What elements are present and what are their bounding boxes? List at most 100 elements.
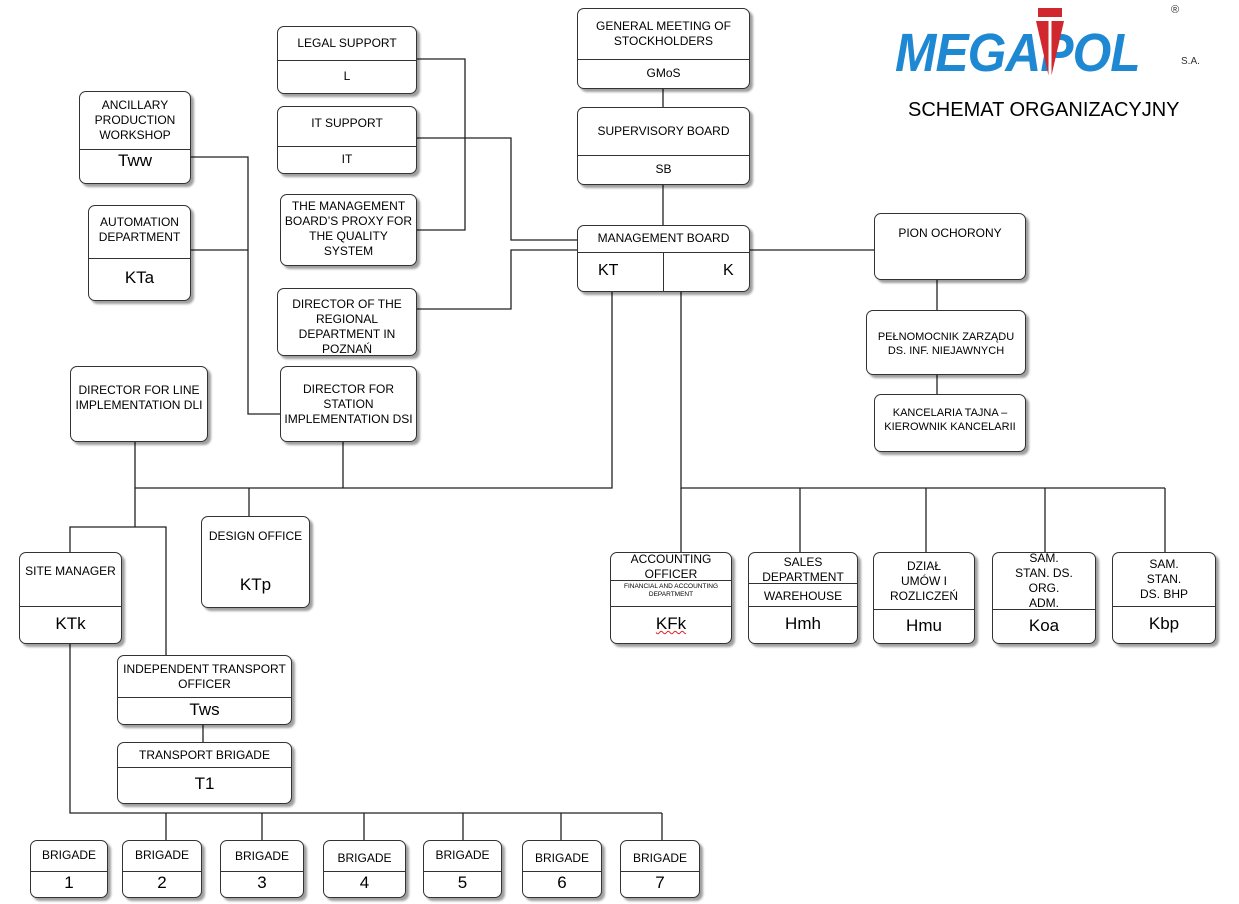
box-pelnomocnik: PEŁNOMOCNIK ZARZĄDU DS. INF. NIEJAWNYCH	[866, 310, 1026, 375]
chart-title: SCHEMAT ORGANIZACYJNY	[908, 99, 1180, 121]
box-code-right: K	[723, 262, 734, 279]
connector-it-mb	[417, 137, 577, 241]
box-it-support: IT SUPPORT IT	[277, 106, 417, 174]
box-code: T1	[194, 774, 215, 793]
brigade-number: 1	[64, 873, 74, 892]
brigade-number: 6	[557, 873, 567, 892]
box-code-left: KT	[598, 262, 619, 279]
box-title: ACCOUNTING OFFICER	[630, 552, 712, 581]
box-ancillary-workshop: ANCILLARY PRODUCTION WORKSHOP Tww	[79, 91, 191, 184]
box-brigade-6: BRIGADE 6	[522, 840, 602, 898]
box-gmos: GENERAL MEETING OF STOCKHOLDERS GMoS	[577, 8, 750, 89]
box-code: Tww	[118, 151, 152, 170]
box-code: KTp	[239, 575, 272, 594]
box-code: Kbp	[1148, 614, 1180, 633]
brigade-number: 7	[655, 873, 665, 892]
box-title: DESIGN OFFICE	[208, 528, 303, 543]
brigade-title: BRIGADE	[134, 847, 189, 862]
brigade-number: 3	[257, 873, 267, 892]
box-title: DIRECTOR FOR LINE IMPLEMENTATION DLI	[75, 383, 203, 412]
box-title: SAM. STAN. DS. BHP	[1139, 556, 1188, 601]
box-legal-support: LEGAL SUPPORT L	[277, 26, 417, 94]
brigade-title: BRIGADE	[435, 847, 490, 862]
box-title: DIRECTOR OF THE REGIONAL DEPARTMENT IN P…	[292, 297, 402, 356]
box-transport-officer: INDEPENDENT TRANSPORT OFFICER Tws	[117, 655, 292, 725]
box-title: DZIAŁ UMÓW I ROZLICZEŃ	[890, 558, 959, 603]
box-title: LEGAL SUPPORT	[297, 35, 397, 50]
box-design-office: DESIGN OFFICE KTp	[201, 516, 310, 608]
box-accounting-officer: ACCOUNTING OFFICER FINANCIAL AND ACCOUNT…	[610, 552, 732, 644]
box-sam-stan-org: SAM. STAN. DS. ORG. ADM. Koa	[992, 552, 1096, 644]
box-code: Hmu	[906, 616, 942, 635]
box-sam-stan-bhp: SAM. STAN. DS. BHP Kbp	[1112, 552, 1216, 644]
box-title: ANCILLARY PRODUCTION WORKSHOP	[94, 97, 176, 142]
registered-mark: ®	[1171, 4, 1180, 16]
brigade-title: BRIGADE	[234, 848, 289, 863]
box-pion-ochorony: PION OCHORONY	[874, 213, 1026, 280]
box-regional-director: DIRECTOR OF THE REGIONAL DEPARTMENT IN P…	[277, 288, 417, 356]
brigade-number: 2	[157, 873, 167, 892]
box-brigade-2: BRIGADE 2	[122, 840, 202, 898]
logo-wordmark: MEGAPOL	[895, 23, 1141, 83]
box-brigade-5: BRIGADE 5	[423, 840, 502, 898]
box-supervisory-board: SUPERVISORY BOARD SB	[577, 107, 750, 185]
box-code: Koa	[1028, 616, 1060, 635]
box-dzial-umow: DZIAŁ UMÓW I ROZLICZEŃ Hmu	[873, 552, 975, 644]
brigade-title: BRIGADE	[337, 850, 392, 865]
connector-legal-proxy	[417, 58, 466, 231]
box-code: L	[343, 68, 351, 83]
box-code: Hmh	[785, 614, 821, 633]
connector-regional-mb	[417, 249, 577, 310]
brigade-number: 4	[359, 873, 370, 892]
box-title: GENERAL MEETING OF STOCKHOLDERS	[596, 19, 731, 48]
box-kancelaria: KANCELARIA TAJNA – KIEROWNIK KANCELARII	[874, 394, 1026, 452]
box-title: TRANSPORT BRIGADE	[139, 747, 270, 762]
box-brigade-4: BRIGADE 4	[323, 840, 406, 898]
megapol-logo: MEGAPOL S.A. ®	[895, 4, 1215, 98]
connector-ktk-branch	[69, 526, 167, 655]
brigade-title: BRIGADE	[534, 850, 589, 865]
box-code: KTa	[124, 268, 155, 287]
box-line-director: DIRECTOR FOR LINE IMPLEMENTATION DLI	[70, 366, 208, 442]
box-sales-department: SALES DEPARTMENT WAREHOUSE Hmh	[748, 552, 858, 644]
box-code: Tws	[189, 699, 220, 719]
box-code: GMoS	[646, 66, 681, 80]
connector-kt-bus	[135, 292, 613, 489]
box-title: SITE MANAGER	[25, 563, 116, 578]
box-quality-proxy: THE MANAGEMENT BOARD’S PROXY FOR THE QUA…	[280, 194, 417, 266]
box-title: SUPERVISORY BOARD	[597, 123, 730, 138]
connector-tww-dsi	[191, 156, 280, 415]
box-title: PEŁNOMOCNIK ZARZĄDU DS. INF. NIEJAWNYCH	[877, 330, 1015, 357]
brigade-number: 5	[457, 873, 468, 892]
box-title: PION OCHORONY	[898, 225, 1002, 240]
box-brigade-1: BRIGADE 1	[30, 840, 108, 898]
box-title-warehouse: WAREHOUSE	[763, 588, 843, 603]
box-title: IT SUPPORT	[311, 115, 383, 130]
brigade-title: BRIGADE	[41, 847, 96, 862]
box-management-board: MANAGEMENT BOARD KT K	[577, 225, 750, 292]
box-code: KTk	[55, 614, 86, 633]
box-title: AUTOMATION DEPARTMENT	[98, 215, 181, 244]
brigade-title: BRIGADE	[632, 850, 687, 865]
box-transport-brigade: TRANSPORT BRIGADE T1	[117, 742, 292, 804]
logo-suffix: S.A.	[1181, 56, 1200, 67]
box-title: MANAGEMENT BOARD	[597, 230, 730, 245]
box-code: IT	[341, 151, 353, 166]
box-station-director: DIRECTOR FOR STATION IMPLEMENTATION DSI	[280, 366, 417, 442]
box-subtitle: FINANCIAL AND ACCOUNTING DEPARTMENT	[623, 583, 719, 598]
box-brigade-7: BRIGADE 7	[620, 840, 700, 898]
box-title: SAM. STAN. DS. ORG. ADM.	[1015, 552, 1073, 610]
box-title: INDEPENDENT TRANSPORT OFFICER	[123, 662, 286, 691]
box-automation-department: AUTOMATION DEPARTMENT KTa	[88, 205, 191, 301]
box-title: KANCELARIA TAJNA – KIEROWNIK KANCELARII	[884, 407, 1016, 433]
box-code: KFk	[655, 614, 687, 633]
box-code: SB	[655, 161, 672, 176]
box-title: DIRECTOR FOR STATION IMPLEMENTATION DSI	[284, 381, 413, 426]
connector-ktk-brigades	[69, 642, 662, 814]
logo-arrow-icon	[1036, 8, 1064, 82]
box-title: THE MANAGEMENT BOARD’S PROXY FOR THE QUA…	[284, 199, 413, 258]
box-brigade-3: BRIGADE 3	[220, 840, 304, 898]
box-site-manager: SITE MANAGER KTk	[19, 552, 122, 644]
